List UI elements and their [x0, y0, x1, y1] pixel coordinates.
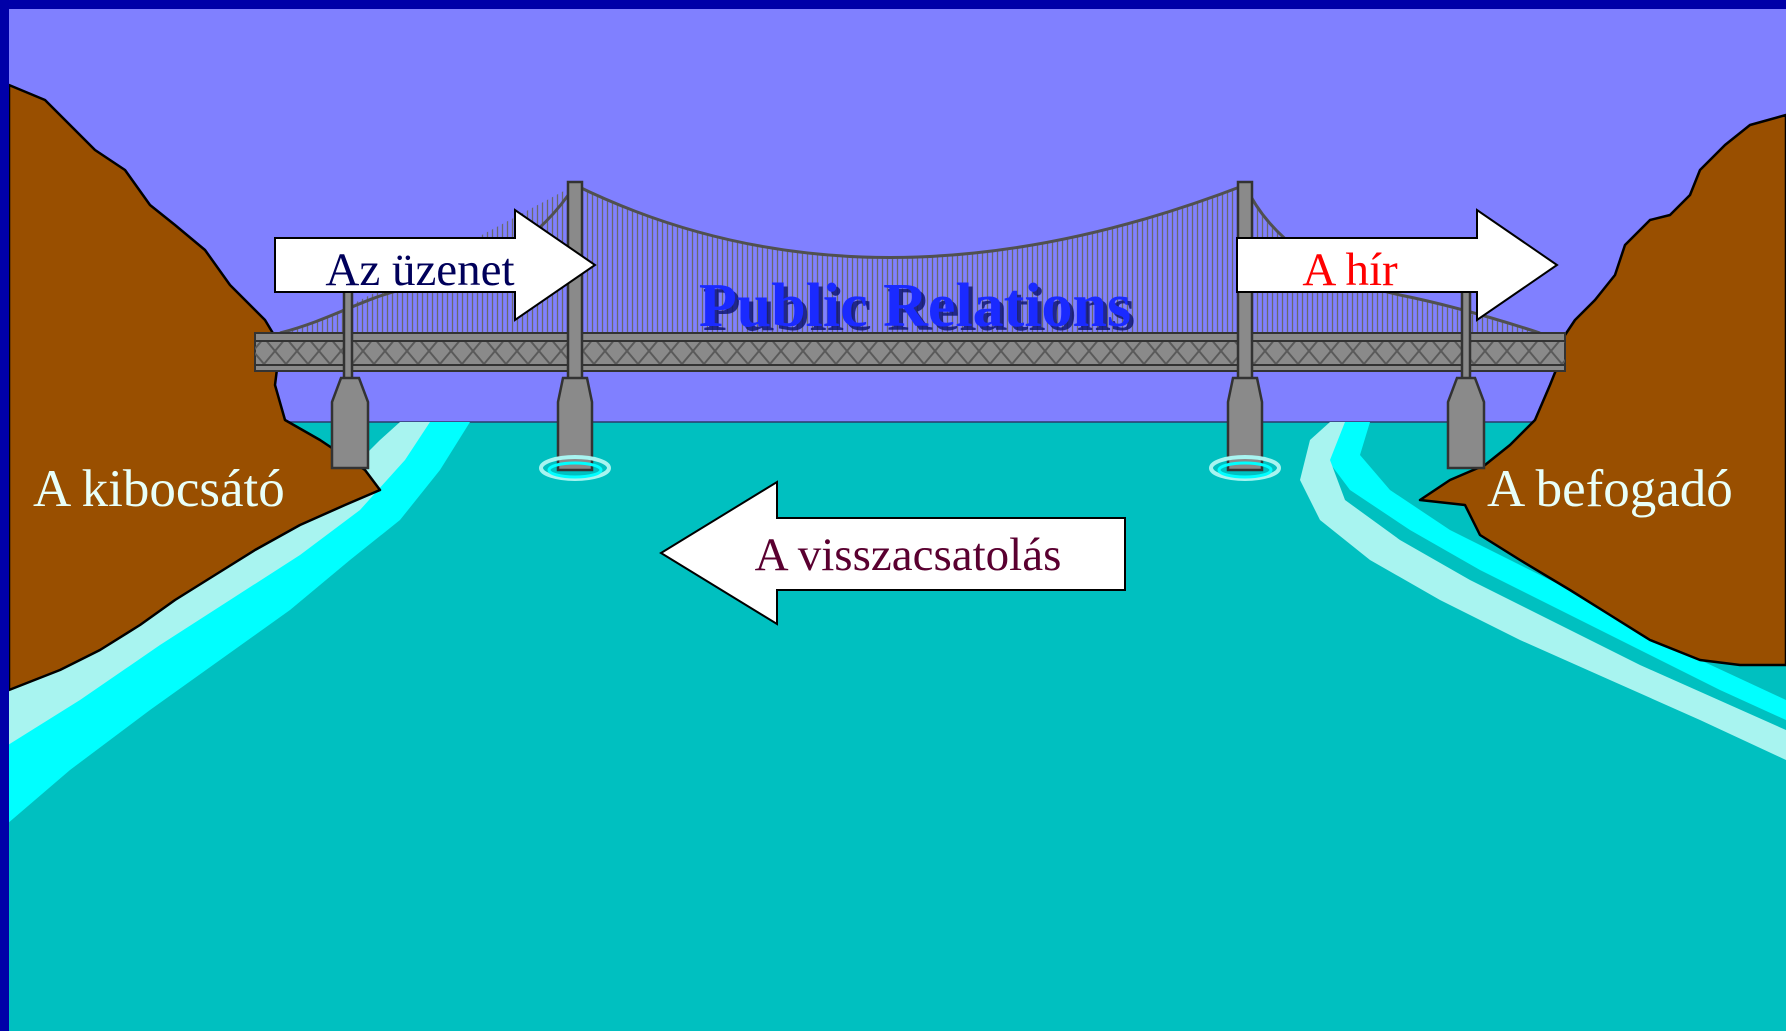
message-arrow: Az üzenet — [274, 208, 597, 322]
receiver-label: A befogadó — [1487, 460, 1733, 518]
bridge-piers — [330, 376, 1486, 472]
pier-ripples-inner — [547, 461, 1273, 479]
feedback-arrow: A visszacsatolás — [659, 480, 1126, 626]
diagram-title: Public Relations — [699, 272, 1131, 340]
pier-ripples — [539, 455, 1281, 481]
right-cliff — [1418, 113, 1786, 667]
news-arrow: A hír — [1236, 208, 1559, 322]
left-shore-wave-light — [0, 422, 470, 830]
message-label: Az üzenet — [325, 244, 514, 296]
news-label: A hír — [1302, 244, 1398, 296]
title-shadow: Public Relations — [703, 276, 1135, 344]
right-shore-wave-pale — [1300, 422, 1786, 760]
left-cliff — [7, 83, 382, 692]
sender-label: A kibocsátó — [33, 460, 285, 518]
feedback-label: A visszacsatolás — [755, 529, 1062, 581]
bridge-deck — [254, 332, 1566, 372]
